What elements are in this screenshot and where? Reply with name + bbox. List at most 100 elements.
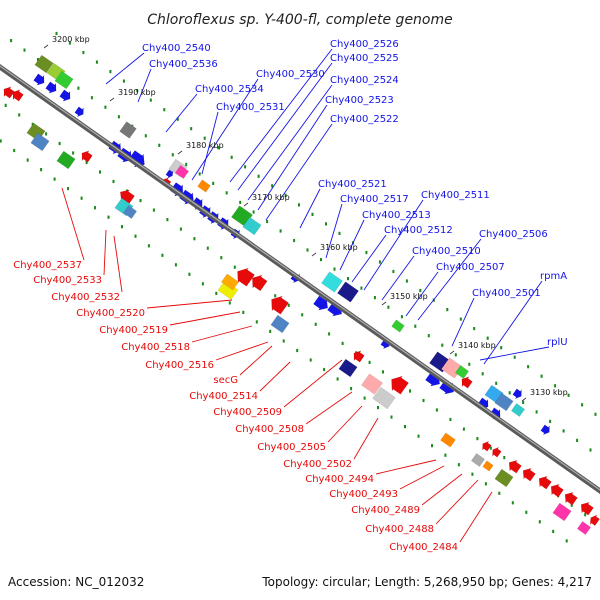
gene-arrow-17 (165, 169, 174, 179)
tick-dot-3 (269, 329, 272, 333)
tick-dot-1 (77, 86, 80, 90)
tick-dot-0 (392, 269, 395, 274)
tick-dot-0 (513, 355, 516, 359)
reverse-gene-label: Chy400_2514 (189, 391, 258, 402)
tick-dot-1 (293, 238, 296, 243)
forward-leader-line (325, 203, 343, 259)
kbp-tick-mark (311, 252, 317, 257)
tick-dot-0 (257, 174, 260, 178)
tick-dot-3 (323, 367, 326, 372)
gene-labels: Chy400_2540Chy400_2536Chy400_2534Chy400_… (13, 39, 567, 553)
forward-leader-line (191, 78, 259, 181)
tick-dot-2 (570, 503, 573, 507)
gene-arrow-34 (237, 267, 255, 287)
tick-dot-0 (95, 60, 98, 64)
forward-gene-label: Chy400_2510 (412, 246, 481, 257)
tick-dot-3 (242, 310, 245, 314)
tick-dot-0 (176, 117, 179, 121)
tick-dot-0 (298, 203, 300, 207)
kbp-label: 3130 kbp (530, 388, 568, 397)
tick-dot-2 (341, 341, 344, 345)
reverse-leader-line (327, 405, 363, 443)
tick-dot-0 (581, 403, 584, 407)
tick-dot-1 (239, 200, 242, 204)
tick-dot-3 (309, 358, 312, 362)
tick-dot-3 (377, 406, 379, 410)
tick-dot-1 (333, 267, 336, 271)
tick-dot-1 (347, 277, 349, 281)
tick-dot-3 (336, 377, 339, 381)
reverse-gene-label: Chy400_2519 (99, 325, 168, 336)
tick-dot-3 (0, 139, 2, 143)
tick-dot-3 (296, 348, 299, 353)
reverse-leader-line (215, 341, 269, 361)
gene-arrow-1 (12, 89, 24, 102)
forward-leader-line (339, 219, 365, 271)
gene-arrow-64 (540, 424, 550, 436)
tick-dot-1 (508, 391, 511, 395)
tick-dot-1 (549, 419, 552, 423)
tick-dot-2 (314, 322, 317, 326)
tick-dot-1 (481, 372, 484, 376)
tick-dot-3 (13, 148, 16, 153)
gene-features (3, 54, 600, 535)
tick-dot-2 (139, 199, 142, 203)
forward-gene-label: Chy400_2501 (472, 288, 541, 299)
gene-arrow-7 (59, 89, 71, 102)
tick-dot-2 (193, 237, 196, 241)
forward-gene-label: Chy400_2511 (421, 190, 490, 201)
genome-backbone (0, 64, 600, 494)
reverse-gene-label: Chy400_2489 (351, 505, 420, 516)
gene-arrow-35 (252, 274, 268, 292)
reverse-leader-line (103, 229, 107, 276)
tick-dot-2 (368, 360, 371, 364)
tick-dot-2 (112, 179, 115, 184)
tick-dot-1 (562, 429, 565, 433)
tick-dot-2 (85, 160, 88, 165)
tick-dot-2 (72, 151, 75, 155)
gene-arrow-71 (508, 459, 522, 474)
tick-dot-0 (500, 346, 503, 350)
gene-box-13 (119, 121, 137, 139)
tick-dot-1 (158, 143, 161, 147)
gene-arrow-73 (538, 475, 552, 490)
tick-dot-2 (206, 246, 209, 250)
gene-box-39 (270, 314, 290, 334)
tick-dot-1 (225, 191, 228, 195)
tick-dot-0 (338, 231, 341, 235)
tick-dot-3 (282, 339, 285, 343)
tick-dot-2 (31, 122, 34, 126)
gene-box-78 (576, 521, 592, 535)
reverse-gene-label: secG (213, 375, 238, 386)
tick-dot-0 (405, 279, 408, 283)
tick-dot-3 (417, 434, 420, 438)
forward-gene-label: rpmA (540, 271, 567, 282)
tick-dot-0 (284, 193, 287, 197)
reverse-gene-label: Chy400_2484 (389, 542, 458, 553)
tick-dot-3 (53, 177, 56, 181)
forward-leader-line (201, 111, 219, 175)
tick-dot-3 (457, 463, 460, 467)
gene-arrow-12 (81, 150, 93, 163)
forward-leader-line (137, 68, 152, 103)
tick-dot-3 (538, 520, 541, 524)
gene-arrow-79 (589, 514, 600, 526)
tick-dot-1 (104, 105, 107, 109)
gene-arrow-68 (482, 440, 492, 452)
kbp-tick-mark (449, 350, 455, 355)
tick-dot-1 (90, 96, 93, 100)
tick-dot-3 (363, 396, 366, 400)
reverse-leader-line (459, 491, 493, 543)
reverse-leader-line (146, 299, 233, 309)
forward-leader-line (265, 123, 333, 221)
gene-box-37 (221, 273, 239, 291)
tick-dot-1 (589, 448, 592, 452)
tick-dot-3 (201, 282, 204, 286)
tick-dot-2 (449, 417, 452, 422)
tick-dot-3 (565, 539, 568, 543)
gene-arrow-76 (580, 501, 594, 516)
reverse-gene-label: Chy400_2518 (121, 342, 190, 353)
forward-gene-label: Chy400_2521 (318, 179, 387, 190)
